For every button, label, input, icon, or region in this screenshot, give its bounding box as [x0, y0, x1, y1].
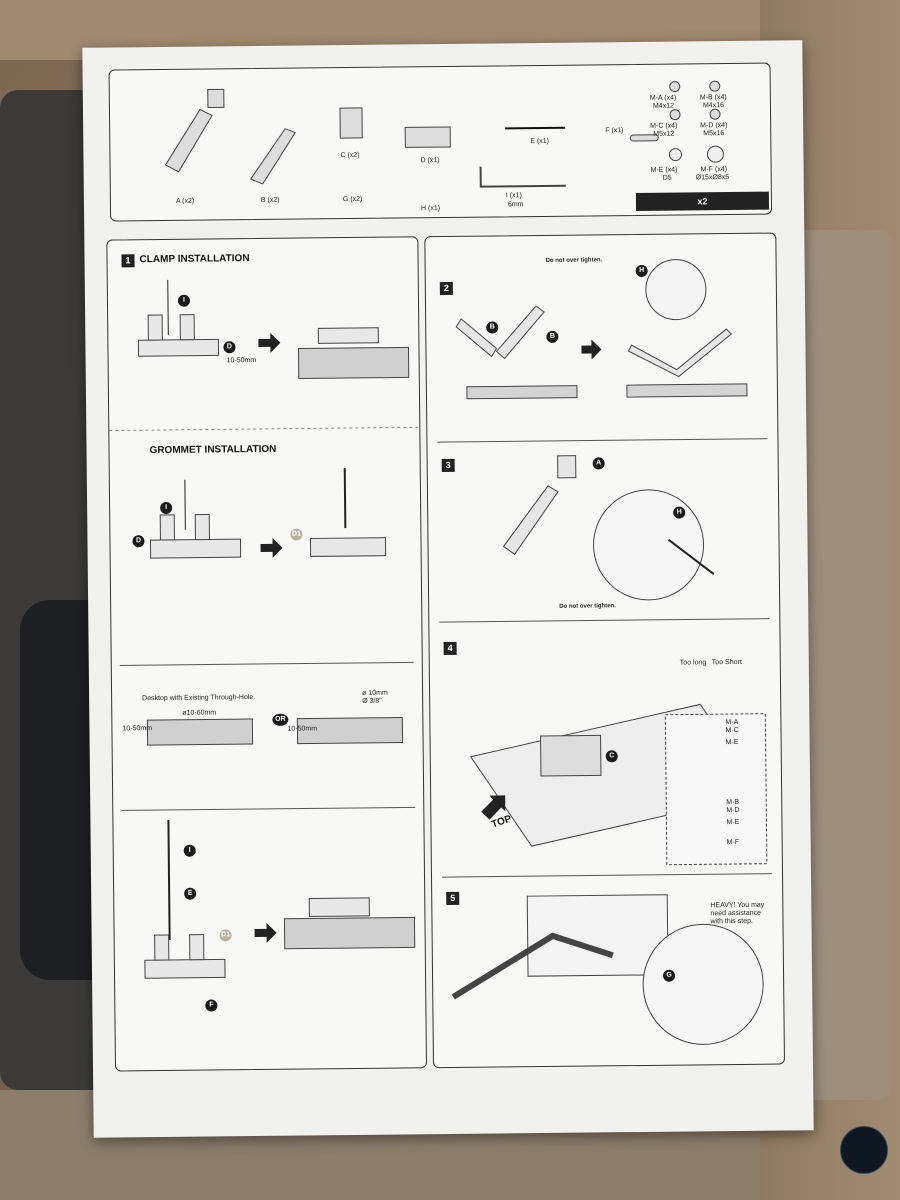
part-md-size: M5x16 [703, 130, 725, 138]
screw-mc-label: M-C [725, 726, 739, 735]
part-f-label: F (x1) [605, 127, 624, 135]
part-i-label: I (x1) [505, 192, 522, 200]
screw-ma-label: M-A [725, 718, 739, 727]
grommet-range-label: 10-50mm [122, 725, 153, 733]
part-ma-size: M4x12 [652, 102, 675, 110]
too-long-label: Too long [679, 659, 707, 667]
part-mf-size: Ø15xØ8x5 [695, 174, 730, 182]
part-mc-label: M-C (x4) [650, 122, 678, 130]
step-number-2: 2 [439, 281, 453, 296]
tag-i-clamp: I [177, 294, 191, 307]
tag-d-grommet: D [132, 535, 145, 548]
tag-h-step3: H [673, 506, 686, 519]
tag-a-step3: A [592, 457, 605, 470]
step3-overtighten-note: Do not over tighten. [559, 603, 616, 610]
screw-me-label: M-E [725, 738, 739, 747]
tag-d1-grommet: D1 [290, 528, 303, 541]
quantity-multiplier-badge: x2 [635, 191, 770, 212]
tag-c-step4: C [605, 750, 618, 763]
tag-i-bolt: I [183, 844, 196, 857]
heavy-warning-line2: need assistance [710, 909, 762, 918]
part-me-size: D5 [662, 174, 672, 182]
heavy-warning-line3: with this step. [710, 917, 753, 926]
parts-illustrations [164, 80, 724, 188]
part-e-label: E (x1) [530, 137, 550, 146]
step-number-3: 3 [441, 458, 455, 473]
tag-f-bolt: F [205, 999, 218, 1012]
screw-md-label: M-D [726, 806, 740, 815]
drill-size-metric: ø 10mm [362, 689, 388, 697]
too-short-label: Too Short [711, 658, 742, 667]
clamp-grommet-illustrations [109, 279, 420, 979]
watermark-logo [840, 1126, 888, 1174]
part-g-label: G (x2) [342, 195, 363, 204]
part-c-label: C (x2) [340, 151, 360, 160]
part-mc-size: M5x12 [653, 130, 675, 138]
drill-size-imperial: Ø 3/8" [362, 697, 382, 705]
part-mf-label: M-F (x4) [700, 166, 728, 174]
hole-diameter-label: ø10-60mm [182, 709, 217, 717]
grommet-range-label-2: 10-50mm [287, 725, 318, 733]
screw-me2-label: M-E [726, 818, 740, 827]
tag-b-left: B [486, 321, 499, 334]
part-mb-size: M4x16 [702, 102, 725, 110]
part-ma-label: M-A (x4) [649, 94, 677, 102]
part-h-label: H (x1) [420, 205, 441, 213]
desktop-through-hole-note: Desktop with Existing Through-Hole. [142, 694, 256, 703]
or-badge: OR [272, 713, 289, 726]
steps-illustrations [437, 259, 773, 1045]
step2-overtighten-note: Do not over tighten. [545, 257, 603, 264]
step-number-4: 4 [443, 641, 457, 656]
part-mb-label: M-B (x4) [699, 94, 727, 102]
part-me-label: M-E (x4) [650, 166, 678, 174]
screw-mf-label: M-F [726, 838, 740, 847]
instruction-sheet: A (x2) B (x2) C (x2) G (x2) D (x1) H (x1… [82, 40, 814, 1138]
screw-mb-label: M-B [726, 798, 740, 807]
part-b-label: B (x2) [260, 196, 280, 204]
tag-d1-bolt: D1 [219, 929, 232, 942]
heavy-warning-line1: HEAVY! You may [710, 901, 765, 910]
tag-h-step2: H [635, 264, 648, 278]
step-number-5: 5 [446, 891, 460, 906]
part-i-size: 6mm [507, 201, 524, 209]
clamp-grommet-panel: 1 CLAMP INSTALLATION [106, 236, 428, 1072]
tag-g-step5: G [662, 969, 676, 982]
tag-d-clamp: D [223, 341, 236, 354]
tag-e-bolt: E [184, 887, 197, 900]
part-md-label: M-D (x4) [700, 122, 728, 130]
part-d-label: D (x1) [420, 157, 440, 165]
tag-b-right: B [546, 330, 559, 343]
part-a-label: A (x2) [175, 197, 195, 205]
parts-list-panel: A (x2) B (x2) C (x2) G (x2) D (x1) H (x1… [108, 62, 773, 222]
tag-i-grommet: I [160, 501, 173, 515]
clamp-range-label: 10-50mm [226, 356, 257, 365]
grommet-installation-title: GROMMET INSTALLATION [149, 443, 277, 457]
steps-panel: 2 Do not over tighten. B B H 3 A H Do no… [424, 232, 785, 1069]
